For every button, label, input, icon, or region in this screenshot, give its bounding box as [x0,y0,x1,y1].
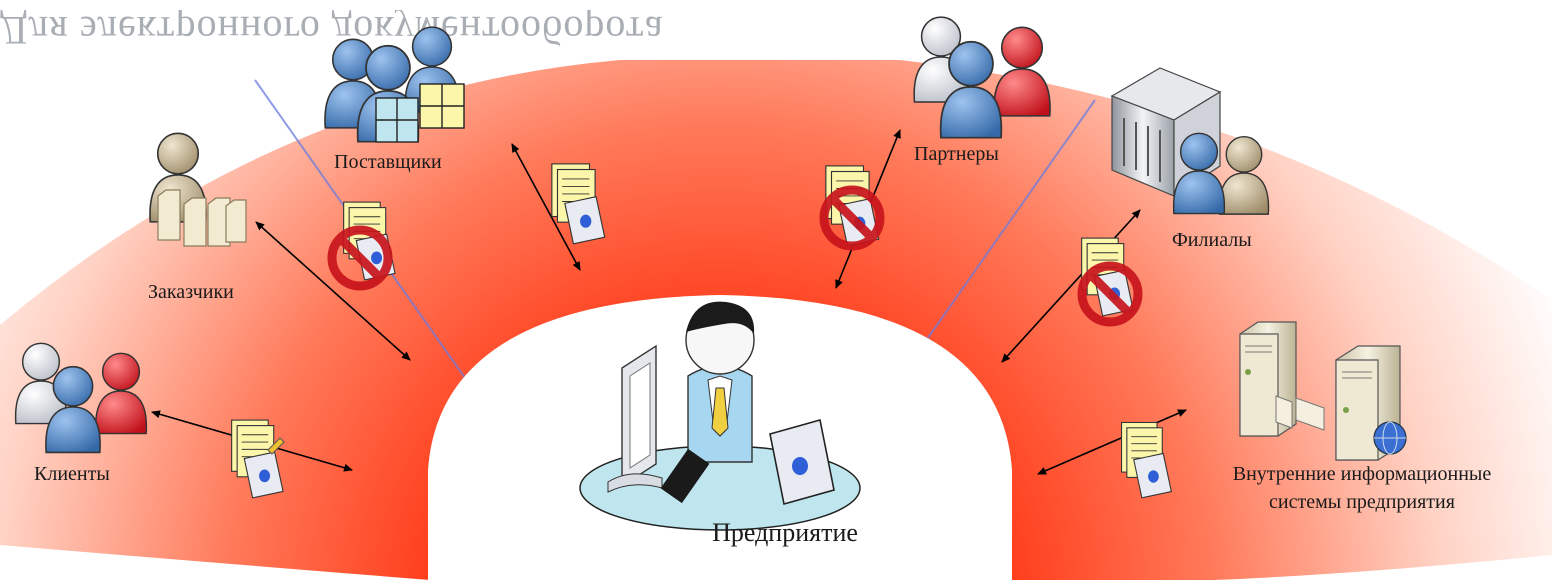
customers-group-icon [149,132,247,247]
pencil-icon [267,437,285,455]
arrow-branches [1001,209,1141,363]
label-internal-line1: Внутренние информационные [1232,463,1492,485]
label-branches: Филиалы [1172,229,1252,251]
branches-group-icon [1110,67,1270,215]
label-partners: Партнеры [914,143,999,165]
label-clients: Клиенты [34,463,110,485]
enterprise-workplace-icon [579,301,861,531]
label-customers: Заказчики [148,281,234,303]
prohibit-icon-customers [327,225,393,291]
arrow-customers [255,221,411,361]
prohibit-icon-branches [1077,261,1143,327]
servers-icon [1239,321,1407,461]
label-suppliers: Поставщики [334,151,442,173]
prohibit-icon-partners [819,185,885,251]
arrow-suppliers [511,143,581,271]
label-enterprise: Предприятие [712,518,858,547]
suppliers-group-icon [324,26,465,143]
arrow-internal [1037,409,1187,475]
label-internal-line2: системы предприятия [1269,491,1455,513]
